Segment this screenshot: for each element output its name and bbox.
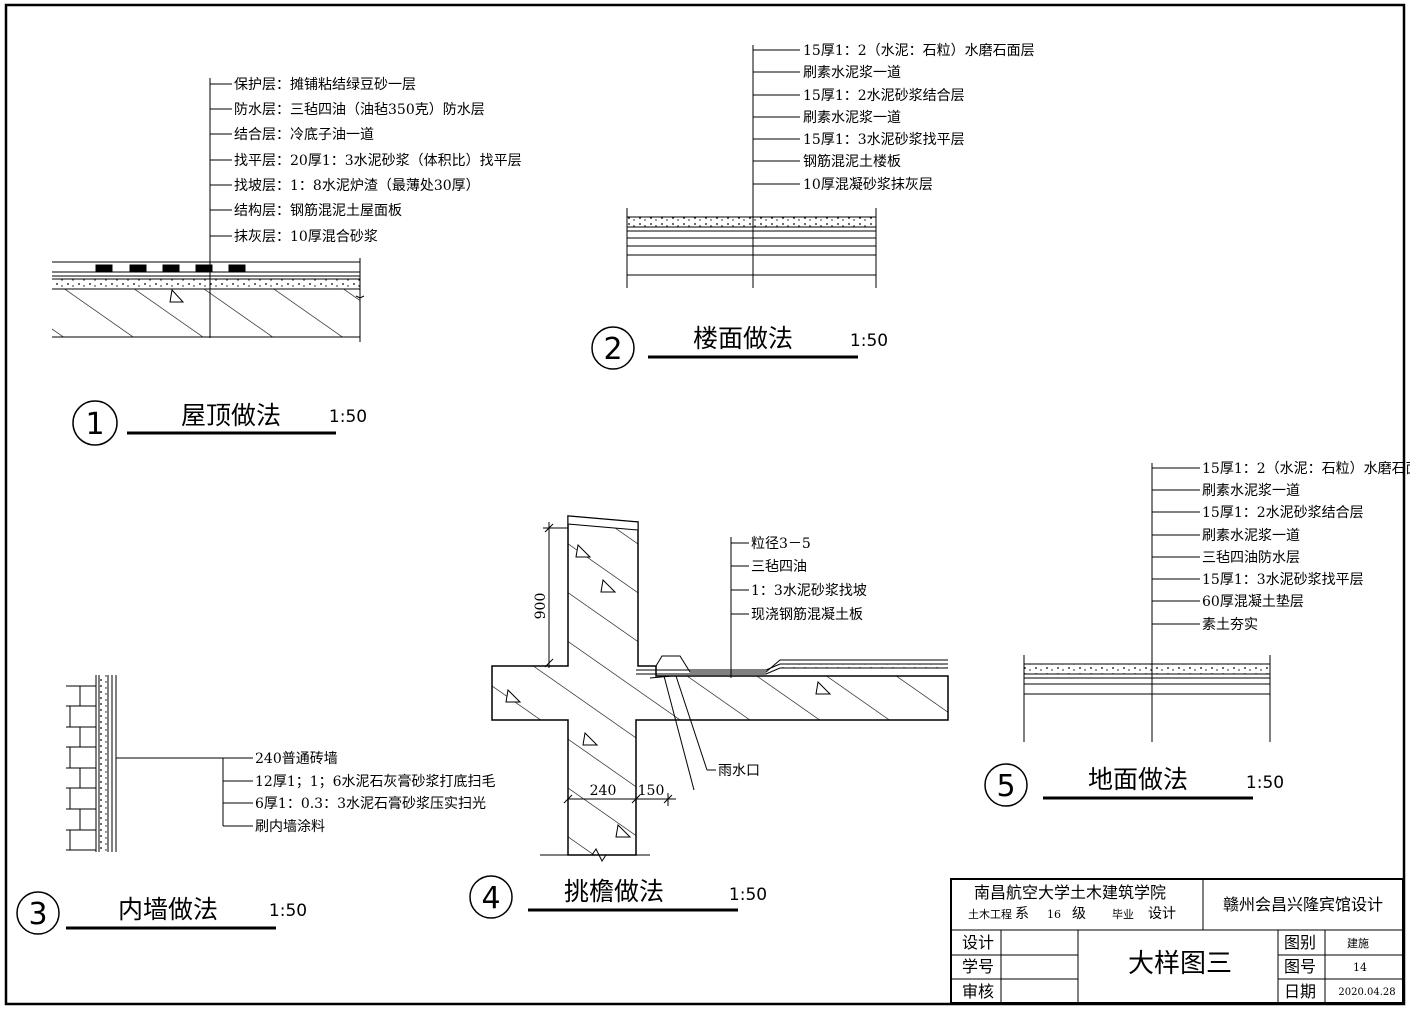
- brick-wall: [66, 675, 117, 852]
- roof-layer-1: 保护层：摊铺粘结绿豆砂一层: [234, 77, 416, 93]
- floor-layer-7: 10厚混凝砂浆抹灰层: [803, 177, 933, 193]
- ground-detail-title: 地面做法: [1088, 765, 1188, 794]
- ground-layer-8: 素土夯实: [1202, 617, 1258, 633]
- wall-detail-title: 内墙做法: [118, 895, 218, 924]
- roof-layer-2: 防水层：三毡四油（油毡350克）防水层: [234, 102, 485, 118]
- roof-layer-7: 抹灰层：10厚混合砂浆: [234, 229, 378, 245]
- roof-layer-3: 结合层：冷底子油一道: [234, 127, 374, 143]
- ground-detail-number: 5: [996, 769, 1015, 804]
- ground-layer-5: 三毡四油防水层: [1202, 550, 1300, 566]
- roof-layer-5: 找坡层：1：8水泥炉渣（最薄处30厚）: [234, 178, 480, 194]
- roof-detail-title: 屋顶做法: [181, 401, 281, 430]
- floor-layer-4: 刷素水泥浆一道: [803, 110, 901, 126]
- eave-layer-3: 1：3水泥砂浆找坡: [751, 583, 867, 599]
- roof-detail-scale: 1:50: [329, 407, 367, 427]
- eave-roof-layers: [636, 655, 948, 679]
- eave-drain-label: 雨水口: [718, 763, 760, 779]
- wall-detail-number: 3: [28, 897, 47, 932]
- dept-suffix: 系: [1015, 906, 1029, 922]
- ground-detail-scale: 1:50: [1246, 773, 1284, 793]
- eave-dim-height: 900: [533, 593, 549, 620]
- floor-leader-ticks: [753, 49, 800, 185]
- roof-section: [52, 258, 365, 342]
- eave-detail-scale: 1:50: [729, 885, 767, 905]
- floor-layer-6: 钢筋混泥土楼板: [803, 153, 901, 170]
- ground-layer-1: 15厚1：2（水泥：石粒）水磨石面层: [1202, 461, 1410, 477]
- project-name: 赣州会昌兴隆宾馆设计: [1223, 895, 1383, 914]
- roof-layer-6: 结构层：钢筋混泥土屋面板: [234, 202, 402, 219]
- ground-layer-4: 刷素水泥浆一道: [1202, 528, 1300, 544]
- ground-detail: 15厚1：2（水泥：石粒）水磨石面层 刷素水泥浆一道 15厚1：2水泥砂浆结合层…: [984, 461, 1410, 807]
- wall-layer-3: 6厚1：0.3：3水泥石膏砂浆压实扫光: [255, 795, 486, 812]
- eave-dim-wall: 240: [590, 783, 617, 799]
- student-id-label: 学号: [962, 957, 994, 976]
- grade-value: 16: [1047, 908, 1061, 921]
- roof-layer-4: 找平层：20厚1：3水泥砂浆（体积比）找平层: [234, 153, 522, 169]
- sheet-border: [4, 3, 1406, 1006]
- eave-layer-1: 粒径3－5: [751, 536, 811, 552]
- wall-layer-1: 240普通砖墙: [255, 751, 338, 767]
- floor-layer-5: 15厚1：3水泥砂浆找平层: [803, 132, 965, 148]
- ground-layer-7: 60厚混凝土垫层: [1202, 594, 1304, 610]
- eave-layer-4: 现浇钢筋混凝土板: [751, 606, 863, 623]
- eave-drain: [663, 675, 716, 791]
- school-name: 南昌航空大学土木建筑学院: [974, 883, 1166, 902]
- ground-layer-6: 15厚1：3水泥砂浆找平层: [1202, 572, 1364, 588]
- roof-detail: 保护层：摊铺粘结绿豆砂一层 防水层：三毡四油（油毡350克）防水层 结合层：冷底…: [52, 77, 522, 446]
- category-label: 图别: [1284, 933, 1316, 952]
- floor-layer-1: 15厚1：2（水泥：石粒）水磨石面层: [803, 43, 1035, 59]
- floor-detail: 15厚1：2（水泥：石粒）水磨石面层 刷素水泥浆一道 15厚1：2水泥砂浆结合层…: [591, 43, 1035, 370]
- eave-detail: 雨水口 粒径3－5 三毡四油 1：3水泥砂浆找坡 现浇钢筋混凝土板 900 24…: [469, 515, 949, 919]
- ground-leader-ticks: [1152, 467, 1200, 625]
- design-label: 设计: [1148, 906, 1176, 922]
- eave-dimensions: [543, 522, 676, 806]
- drawing-name: 大样图三: [1128, 949, 1232, 979]
- wall-leaders: [116, 757, 253, 827]
- eave-detail-title: 挑檐做法: [564, 877, 664, 906]
- eave-layer-2: 三毡四油: [751, 559, 807, 575]
- drawing-no-value: 14: [1353, 961, 1367, 974]
- ground-section: [1023, 655, 1271, 742]
- designer-label: 设计: [962, 933, 994, 952]
- floor-layer-3: 15厚1：2水泥砂浆结合层: [803, 88, 965, 104]
- date-value: 2020.04.28: [1338, 987, 1395, 998]
- wall-layer-2: 12厚1；1；6水泥石灰膏砂浆打底扫毛: [255, 773, 496, 790]
- reviewer-label: 审核: [962, 982, 994, 1001]
- floor-detail-number: 2: [603, 332, 622, 367]
- wall-detail: 240普通砖墙 12厚1；1；6水泥石灰膏砂浆打底扫毛 6厚1：0.3：3水泥石…: [16, 675, 496, 935]
- floor-detail-scale: 1:50: [850, 331, 888, 351]
- roof-leader-ticks: [210, 83, 232, 237]
- floor-detail-title: 楼面做法: [693, 324, 793, 353]
- floor-layer-2: 刷素水泥浆一道: [803, 65, 901, 81]
- grade-suffix: 级: [1072, 906, 1086, 922]
- roof-detail-number: 1: [85, 407, 104, 442]
- ground-layer-2: 刷素水泥浆一道: [1202, 483, 1300, 499]
- eave-dim-offset: 150: [638, 783, 665, 799]
- eave-leaders: [730, 537, 749, 678]
- title-block: 南昌航空大学土木建筑学院 土木工程 系 16 级 毕业 设计 赣州会昌兴隆宾馆设…: [950, 878, 1404, 1004]
- grad-label: 毕业: [1112, 908, 1134, 921]
- eave-concrete: [491, 515, 949, 856]
- dept-name: 土木工程: [968, 908, 1012, 921]
- drawing-no-label: 图号: [1284, 957, 1316, 976]
- floor-section: [626, 208, 877, 288]
- ground-layer-3: 15厚1：2水泥砂浆结合层: [1202, 505, 1364, 521]
- wall-layer-4: 刷内墙涂料: [255, 819, 325, 835]
- date-label: 日期: [1284, 982, 1316, 1001]
- category-value: 建施: [1347, 936, 1369, 950]
- wall-detail-scale: 1:50: [269, 901, 307, 921]
- eave-detail-number: 4: [481, 881, 500, 916]
- eave-triangles: [505, 543, 832, 838]
